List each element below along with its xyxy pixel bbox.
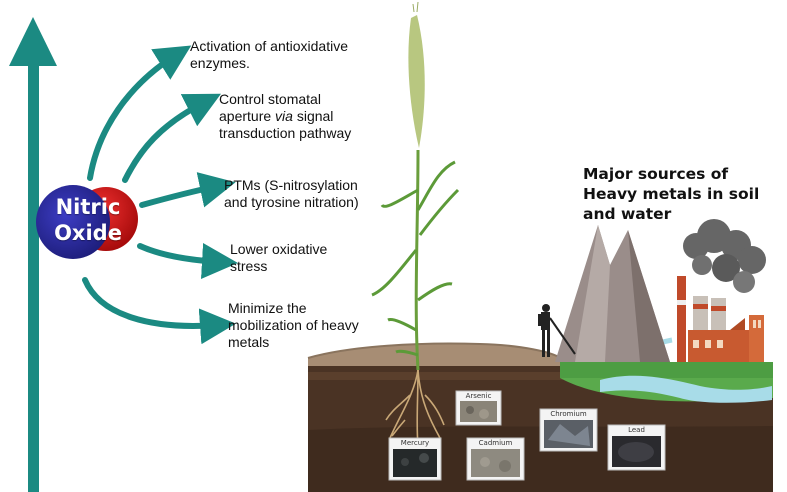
metal-sample-chromium xyxy=(539,408,598,452)
metal-label-lead: Lead xyxy=(628,426,645,434)
curved-arrow-icon xyxy=(82,45,238,345)
effect-stomatal-line2: aperture via signal xyxy=(219,108,399,125)
nitric-oxide-molecule xyxy=(36,185,138,259)
metal-sample-arsenic xyxy=(455,390,502,426)
effect-activation: Activation of antioxidative enzymes. xyxy=(190,38,348,71)
smoke-icon xyxy=(683,219,766,293)
effect-stomatal: Control stomatal aperture via signal tra… xyxy=(219,91,399,142)
up-arrow-icon xyxy=(9,17,57,492)
metal-label-cadmium: Cadmium xyxy=(478,439,513,447)
effect-mobilization-line3: metals xyxy=(228,334,270,350)
effect-mobilization-line2: mobilization of heavy xyxy=(228,317,359,333)
factory-icon xyxy=(677,276,764,362)
effect-oxidative-line2: stress xyxy=(230,258,268,274)
effect-mobilization: Minimize the mobilization of heavy metal… xyxy=(228,300,398,351)
metal-label-mercury: Mercury xyxy=(400,439,430,447)
effect-ptms-line2: and tyrosine nitration) xyxy=(224,194,359,210)
nitric-oxide-line1: Nitric xyxy=(55,195,121,219)
heavy-metals-heading: Major sources of Heavy metals in soil an… xyxy=(583,165,760,223)
effect-oxidative: Lower oxidative stress xyxy=(230,241,380,275)
person-icon xyxy=(538,304,576,357)
effect-stomatal-line2-pre: aperture xyxy=(219,108,276,124)
effect-stomatal-line2-post: signal xyxy=(292,108,334,124)
nitric-oxide-line2: Oxide xyxy=(54,221,122,245)
effect-mobilization-line1: Minimize the xyxy=(228,300,307,316)
effect-ptms-line1: PTMs (S-nitrosylation xyxy=(224,177,358,193)
metal-sample-cadmium xyxy=(466,437,525,481)
effect-stomatal-line1: Control stomatal xyxy=(219,91,321,107)
mountain-icon xyxy=(555,225,670,362)
effect-oxidative-line1: Lower oxidative xyxy=(230,241,328,257)
effect-ptms: PTMs (S-nitrosylation and tyrosine nitra… xyxy=(224,177,394,211)
wheat-plant-icon xyxy=(371,1,460,371)
nitric-oxide-label: Nitric Oxide xyxy=(40,194,136,246)
effect-stomatal-line2-italic: via xyxy=(275,108,293,124)
metal-sample-mercury xyxy=(388,437,442,481)
metal-label-arsenic: Arsenic xyxy=(465,392,492,400)
metal-sample-lead xyxy=(607,424,666,471)
metal-label-chromium: Chromium xyxy=(550,410,587,418)
effect-stomatal-line3: transduction pathway xyxy=(219,125,352,141)
